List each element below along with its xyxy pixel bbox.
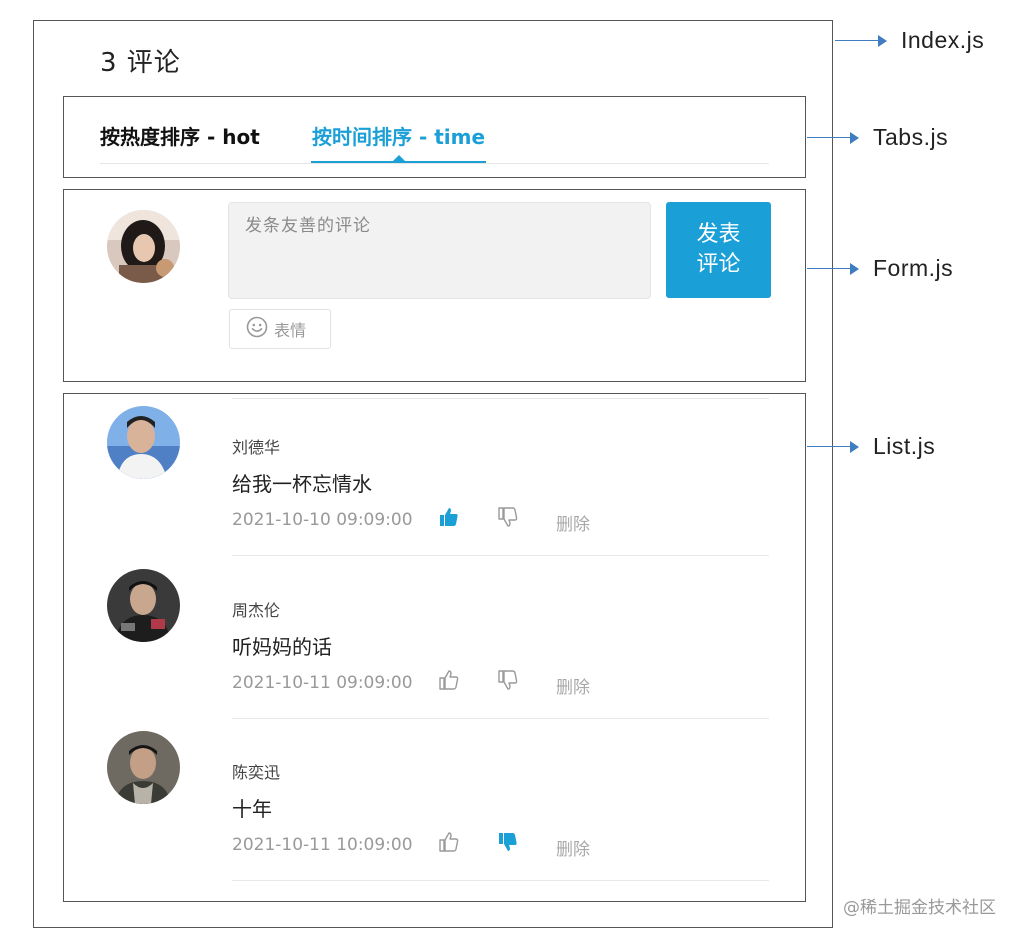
- thumbs-up-icon[interactable]: [437, 505, 463, 531]
- list-top-divider: [232, 398, 769, 399]
- annotation-label-list: List.js: [873, 433, 936, 459]
- annotation-form: Form.js: [807, 255, 953, 282]
- thumbs-up-icon[interactable]: [437, 668, 463, 694]
- comment-username: 周杰伦: [232, 601, 281, 620]
- submit-button-label: 发表 评论: [696, 222, 741, 277]
- thumbs-down-icon[interactable]: [496, 668, 522, 694]
- comment-username: 陈奕迅: [232, 763, 281, 782]
- delete-button[interactable]: 删除: [556, 515, 590, 535]
- thumbs-down-icon[interactable]: [496, 505, 522, 531]
- arrow-right-icon: [807, 442, 859, 451]
- thumbs-down-icon[interactable]: [496, 830, 522, 856]
- index-component-frame: [33, 20, 833, 928]
- tabs-divider: [100, 163, 769, 164]
- annotation-label-index: Index.js: [901, 27, 985, 53]
- smiley-icon: [246, 316, 268, 342]
- comment-divider: [232, 880, 769, 881]
- active-tab-indicator: [311, 161, 486, 163]
- watermark: @稀土掘金技术社区: [843, 898, 996, 918]
- form-component: 发表 评论 表情: [63, 189, 806, 382]
- avatar: [107, 406, 180, 479]
- delete-button[interactable]: 删除: [556, 840, 590, 860]
- comment-divider: [232, 555, 769, 556]
- thumbs-up-icon[interactable]: [437, 830, 463, 856]
- avatar: [107, 731, 180, 804]
- list-component: 刘德华 给我一杯忘情水 2021-10-10 09:09:00 删除: [63, 393, 806, 902]
- comment-count-title: 3 评论: [100, 48, 181, 78]
- delete-button[interactable]: 删除: [556, 678, 590, 698]
- comment-timestamp: 2021-10-11 10:09:00: [232, 835, 413, 855]
- comment-input[interactable]: [228, 202, 651, 299]
- annotation-tabs: Tabs.js: [807, 124, 948, 151]
- annotation-label-tabs: Tabs.js: [873, 124, 949, 150]
- comment-item: 陈奕迅 十年 2021-10-11 10:09:00 删除: [64, 719, 805, 881]
- comment-divider: [232, 718, 769, 719]
- active-tab-caret-icon: [393, 155, 405, 161]
- comment-item: 刘德华 给我一杯忘情水 2021-10-10 09:09:00 删除: [64, 394, 805, 556]
- annotation-list: List.js: [807, 433, 935, 460]
- comment-content: 十年: [232, 797, 272, 821]
- annotation-label-form: Form.js: [873, 255, 954, 281]
- tab-sort-time[interactable]: 按时间排序 - time: [312, 125, 486, 149]
- arrow-right-icon: [807, 133, 859, 142]
- comment-item: 周杰伦 听妈妈的话 2021-10-11 09:09:00 删除: [64, 557, 805, 719]
- tab-sort-hot[interactable]: 按热度排序 - hot: [100, 125, 260, 149]
- comment-timestamp: 2021-10-10 09:09:00: [232, 510, 413, 530]
- arrow-right-icon: [835, 36, 887, 45]
- avatar: [107, 569, 180, 642]
- comment-content: 听妈妈的话: [232, 635, 332, 659]
- current-user-avatar: [107, 210, 180, 283]
- tabs-component: 按热度排序 - hot 按时间排序 - time: [63, 96, 806, 178]
- annotation-index: Index.js: [835, 27, 984, 54]
- comment-username: 刘德华: [232, 438, 281, 457]
- submit-comment-button[interactable]: 发表 评论: [666, 202, 771, 298]
- comment-content: 给我一杯忘情水: [232, 472, 372, 496]
- emoji-button[interactable]: 表情: [229, 309, 331, 349]
- comment-timestamp: 2021-10-11 09:09:00: [232, 673, 413, 693]
- emoji-button-label: 表情: [274, 321, 307, 340]
- arrow-right-icon: [807, 264, 859, 273]
